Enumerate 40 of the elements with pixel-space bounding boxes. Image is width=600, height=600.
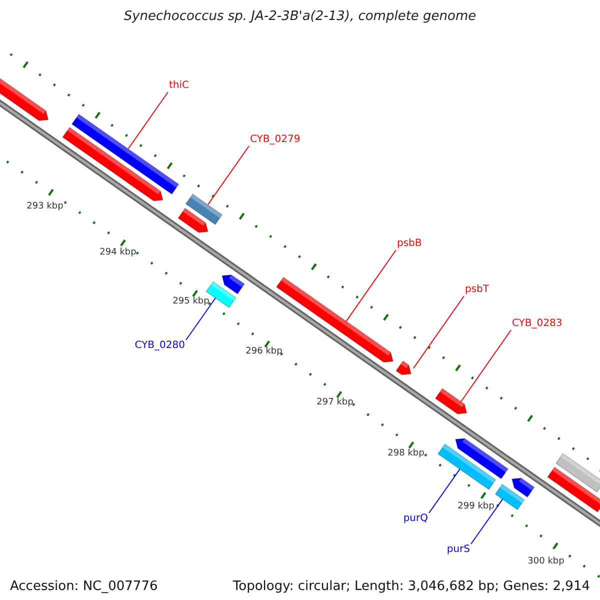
- position-label: 297 kbp: [316, 398, 354, 408]
- position-label: 294 kbp: [100, 248, 136, 258]
- position-label: 293 kbp: [26, 202, 64, 212]
- gene-bar: [434, 388, 468, 414]
- gene-label: psbT: [465, 284, 490, 296]
- gene-bar: [437, 444, 496, 490]
- gene-label: purS: [446, 544, 470, 556]
- position-label: 295 kbp: [172, 296, 210, 308]
- gene-label: CYB_0283: [512, 318, 562, 330]
- leader-line: [470, 498, 504, 544]
- gene-bar: [396, 360, 412, 376]
- gene-bar: [547, 466, 600, 513]
- accession-text: Accession: NC_007776: [10, 579, 158, 594]
- leader-line: [428, 468, 460, 514]
- gene-bar: [178, 208, 208, 233]
- gene-bar: [71, 114, 180, 195]
- gene-bar: [185, 194, 223, 226]
- leader-line: [207, 146, 250, 206]
- genome-summary-text: Topology: circular; Length: 3,046,682 bp; Genes: 2,914: [232, 579, 590, 594]
- gene-label: thiC: [169, 80, 190, 92]
- gene-bar: [512, 478, 535, 498]
- position-label: 300 kbp: [528, 556, 564, 568]
- gene-label: purQ: [403, 513, 428, 525]
- gene-bar: [555, 452, 600, 493]
- position-label: 299 kbp: [458, 502, 494, 512]
- leader-line: [186, 298, 216, 340]
- gene-label: CYB_0280: [134, 340, 185, 352]
- position-label: 298 kbp: [388, 448, 424, 460]
- gene-label: psbB: [397, 238, 422, 250]
- leader-line: [128, 92, 168, 150]
- leader-line: [412, 296, 464, 369]
- diagram-title: Synechococcus sp. JA-2-3B'a(2-13), complete genome: [122, 9, 478, 24]
- leader-line: [460, 330, 512, 402]
- gene-bar: [494, 484, 525, 510]
- gene-bar: [222, 274, 245, 294]
- leader-line: [346, 250, 396, 322]
- gene-bar: [62, 126, 164, 202]
- gene-label: CYB_0279: [250, 134, 300, 146]
- position-label: 296 kbp: [246, 346, 282, 358]
- gene-bar: [455, 438, 509, 480]
